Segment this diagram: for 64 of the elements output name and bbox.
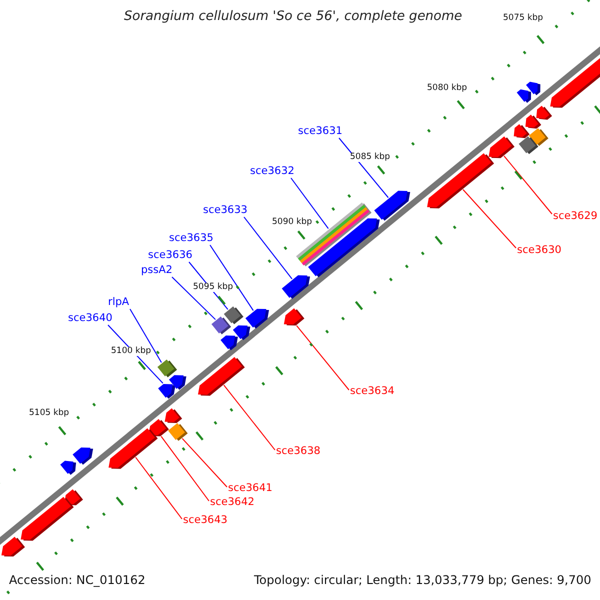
gene-label: sce3631 <box>298 126 342 138</box>
gene-block <box>220 336 238 350</box>
gene-label: rlpA <box>108 297 130 309</box>
gene-block <box>550 58 600 108</box>
gene-block <box>374 190 410 221</box>
gene-block <box>72 448 94 465</box>
feature-block <box>211 316 232 334</box>
leader-line <box>210 244 254 312</box>
gene-block <box>198 357 245 396</box>
scale-label: 5090 kbp <box>272 218 312 228</box>
gene-block <box>427 153 494 208</box>
gene-label: pssA2 <box>141 265 172 277</box>
gene-block <box>536 106 552 120</box>
gene-block <box>168 375 186 390</box>
gene-label: sce3635 <box>169 233 214 245</box>
gene-block <box>525 114 542 129</box>
accession-text: Accession: NC_010162 <box>9 574 146 588</box>
gene-label: sce3642 <box>210 497 254 509</box>
leader-line <box>290 178 329 230</box>
leader-line <box>160 436 210 502</box>
gene-block <box>60 460 76 475</box>
gene-label: sce3634 <box>350 386 394 398</box>
scale-label: 5100 kbp <box>111 347 152 356</box>
gene-block <box>516 89 532 103</box>
gene-label: sce3632 <box>250 166 294 178</box>
leader-line <box>130 308 162 363</box>
gene-label: sce3636 <box>148 250 192 262</box>
leader-line <box>223 384 276 450</box>
gene-block <box>232 325 250 340</box>
scale-label: 5085 kbp <box>350 153 390 162</box>
leader-line <box>296 325 350 390</box>
feature-block <box>224 306 244 324</box>
gene-label: sce3640 <box>68 313 112 325</box>
leader-line <box>135 456 182 520</box>
leader-line <box>462 188 516 248</box>
gene-label: sce3630 <box>517 245 562 257</box>
gene-block <box>514 124 530 138</box>
gene-block <box>164 408 182 423</box>
gene-block <box>108 428 158 469</box>
feature-block <box>518 136 538 154</box>
leader-line <box>182 438 228 488</box>
scale-label: 5105 kbp <box>29 409 70 418</box>
feature-block <box>168 423 188 441</box>
scale-label: 5080 kbp <box>427 84 468 94</box>
gene-label: sce3633 <box>203 205 248 217</box>
gene-label: sce3629 <box>553 211 598 223</box>
gene-block <box>158 384 176 399</box>
gene-block <box>1 536 25 557</box>
genome-info-text: Topology: circular; Length: 13,033,779 bp; Genes: 9,700 <box>254 574 592 588</box>
gene-block <box>284 308 304 326</box>
gene-label: sce3641 <box>228 483 272 495</box>
gene-label: sce3638 <box>276 446 320 458</box>
leader-line <box>504 155 552 214</box>
leader-line <box>172 276 216 320</box>
gene-block <box>245 308 269 329</box>
leader-line <box>244 216 293 280</box>
gene-block <box>282 275 310 299</box>
title: Sorangium cellulosum 'So ce 56', complete genome <box>124 10 462 24</box>
scale-label: 5095 kbp <box>193 283 234 292</box>
scale-label: 5075 kbp <box>503 14 544 24</box>
gene-block <box>20 496 74 541</box>
gene-label: sce3643 <box>183 515 228 527</box>
gene-block <box>488 136 515 158</box>
feature-block <box>157 359 178 378</box>
